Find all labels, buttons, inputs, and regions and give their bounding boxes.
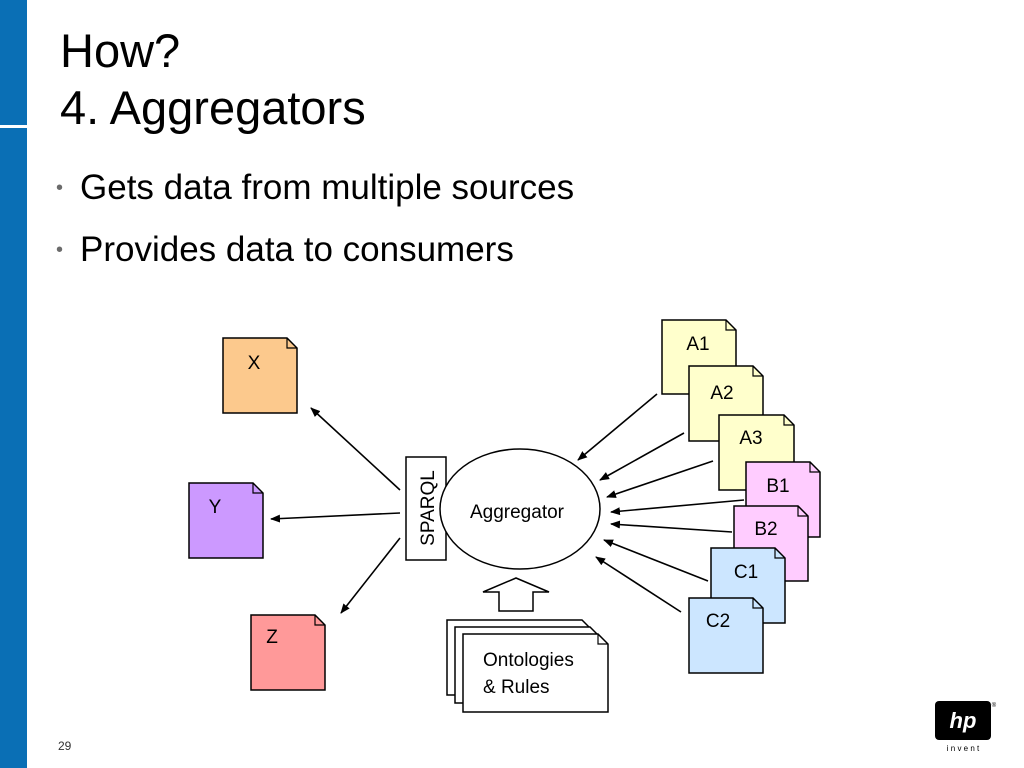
ontologies-label-line1: Ontologies [483, 650, 574, 671]
ontologies-rules-stack: Ontologies & Rules [446, 619, 609, 713]
arrow-to-y [270, 512, 401, 523]
bullet-dot-icon: • [56, 239, 64, 261]
up-block-arrow [482, 577, 550, 612]
source-label: A2 [710, 383, 733, 404]
arrow-to-z [340, 537, 401, 614]
arrow-from-c2 [595, 556, 682, 613]
arrow-from-a1 [577, 393, 658, 461]
source-label: B2 [754, 519, 777, 540]
title-line-2: 4. Aggregators [60, 81, 366, 134]
arrow-from-b2 [610, 520, 733, 533]
bullet-item: • Gets data from multiple sources [56, 163, 574, 225]
source-doc-c2: C2 [688, 597, 764, 674]
consumer-label: Y [209, 497, 222, 518]
bullet-dot-icon: • [56, 177, 64, 199]
source-label: C2 [706, 611, 730, 632]
arrow-from-c1 [603, 539, 709, 582]
source-label: C1 [734, 562, 758, 583]
logo-mark: hp [950, 708, 977, 733]
ontologies-label-line2: & Rules [483, 677, 550, 698]
consumer-doc-z: Z [250, 614, 326, 691]
consumer-label: X [248, 353, 261, 374]
bullet-list: • Gets data from multiple sources • Provid… [56, 163, 574, 287]
left-accent-bar [0, 0, 27, 768]
arrow-from-a3 [606, 460, 714, 498]
bullet-text: Provides data to consumers [80, 230, 514, 269]
title-line-1: How? [60, 24, 181, 77]
aggregator-node: Aggregator [439, 448, 601, 570]
arrow-to-x [310, 407, 401, 491]
sparql-interface: SPARQL [405, 456, 447, 561]
hp-logo-icon: hp ® i n v e n t [935, 701, 997, 753]
arrow-from-b1 [610, 499, 745, 516]
source-label: A3 [739, 428, 762, 449]
source-label: B1 [766, 476, 789, 497]
bullet-text: Gets data from multiple sources [80, 168, 575, 207]
sparql-label: SPARQL [418, 470, 439, 546]
bullet-item: • Provides data to consumers [56, 225, 574, 287]
logo-registered: ® [992, 702, 997, 709]
logo-tagline: i n v e n t [947, 744, 980, 753]
arrow-from-a2 [599, 432, 685, 481]
consumer-doc-x: X [222, 337, 298, 414]
left-bar-divider [0, 125, 27, 128]
aggregator-label: Aggregator [470, 502, 565, 523]
page-number: 29 [58, 739, 72, 753]
consumer-doc-y: Y [188, 482, 264, 559]
slide-title: How? 4. Aggregators [60, 22, 366, 136]
source-label: A1 [686, 334, 709, 355]
consumer-label: Z [266, 627, 278, 648]
